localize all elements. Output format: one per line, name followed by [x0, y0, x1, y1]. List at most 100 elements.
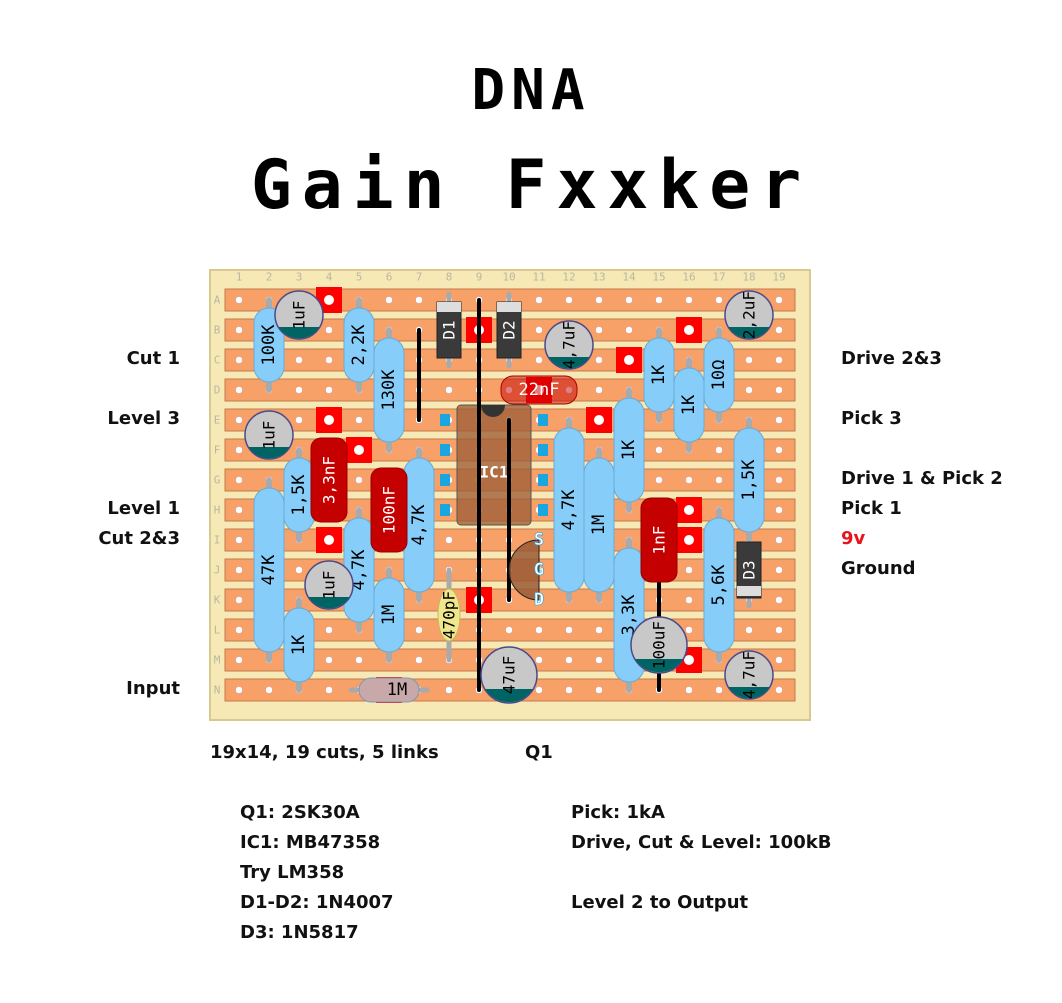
electrolytic-capacitor: 47uF	[480, 646, 538, 704]
resistor-body	[283, 607, 315, 683]
hole	[295, 356, 303, 364]
column-label: 14	[622, 271, 636, 284]
transistor-pin-label: D	[534, 590, 544, 610]
cap-value: 1nF	[650, 526, 669, 555]
cap-value: 3,3nF	[320, 456, 339, 504]
column-label: 9	[476, 271, 483, 284]
resistor-body	[373, 337, 405, 443]
resistor: 4,7K	[553, 417, 585, 603]
cap-body	[500, 375, 578, 405]
column-label: 2	[266, 271, 273, 284]
hole	[715, 446, 723, 454]
resistor-body	[583, 457, 615, 593]
hole	[715, 476, 723, 484]
column-label: 6	[386, 271, 393, 284]
column-label: 1	[236, 271, 243, 284]
hole	[415, 626, 423, 634]
hole	[565, 296, 573, 304]
hole	[325, 626, 333, 634]
title-line-1: DNA	[471, 58, 591, 123]
transistor-body	[508, 539, 540, 601]
ic1-chip: IC1	[440, 404, 548, 526]
hole	[565, 626, 573, 634]
electrolytic-capacitor: 1uF	[244, 410, 294, 460]
hole	[295, 386, 303, 394]
hole	[325, 686, 333, 694]
electrolytic-capacitor: 1uF	[304, 560, 354, 610]
cap-polarity-band	[728, 327, 770, 339]
hole	[775, 536, 783, 544]
transistor-pin-label: S	[534, 530, 544, 550]
hole	[685, 596, 693, 604]
resistor-value: 1,5K	[739, 459, 759, 501]
hole	[655, 476, 663, 484]
resistor-value: 4,7K	[349, 549, 369, 591]
diode: D3	[736, 531, 762, 609]
resistor: 2,2K	[343, 297, 375, 393]
wire-label-left: Cut 1	[126, 348, 180, 369]
hole	[775, 506, 783, 514]
wire-label-left: Level 3	[107, 408, 180, 429]
hole	[445, 686, 453, 694]
resistor-body	[343, 307, 375, 383]
q1-transistor: SGD	[508, 530, 544, 610]
column-label: 7	[416, 271, 423, 284]
row-label: K	[214, 594, 221, 607]
transistor-pin-label: G	[534, 560, 544, 580]
cap-value: 4,7uF	[560, 321, 579, 369]
column-label: 19	[772, 271, 785, 284]
hole	[235, 686, 243, 694]
ic-pin	[440, 444, 450, 456]
hole	[595, 326, 603, 334]
resistor-value: 3,3K	[619, 594, 639, 636]
row-label: A	[214, 294, 221, 307]
wire-label-right: Drive 2&3	[841, 348, 942, 369]
diode: D2	[496, 291, 522, 369]
cap-body	[370, 467, 408, 553]
title-line-2: Gain Fxxker	[250, 146, 812, 225]
resistor-value: 1K	[619, 439, 639, 460]
hole	[235, 506, 243, 514]
hole	[685, 566, 693, 574]
resistor: 10Ω	[703, 327, 735, 423]
hole	[505, 626, 513, 634]
hole	[625, 296, 633, 304]
cap-value: 100uF	[650, 621, 669, 669]
hole	[685, 626, 693, 634]
diode-cathode-band	[437, 302, 461, 312]
parts-list-item: IC1: MB47358	[240, 832, 381, 853]
cut-hole	[684, 655, 694, 665]
hole	[595, 386, 603, 394]
row-label: C	[214, 354, 221, 367]
hole	[235, 386, 243, 394]
hole	[775, 626, 783, 634]
hole	[235, 326, 243, 334]
cap-value: 1uF	[260, 421, 279, 450]
cap-body	[310, 437, 348, 523]
cap-value: 1uF	[290, 301, 309, 330]
cap-polarity-band	[248, 447, 290, 459]
hole	[775, 386, 783, 394]
hole	[745, 386, 753, 394]
resistor: 100K	[253, 297, 285, 393]
hole	[535, 326, 543, 334]
electrolytic-capacitor: 4,7uF	[544, 320, 594, 370]
resistor-value: 100K	[259, 324, 279, 366]
cap-value: 1uF	[320, 571, 339, 600]
row-label: F	[214, 444, 221, 457]
hole	[535, 626, 543, 634]
hole	[325, 656, 333, 664]
hole	[655, 296, 663, 304]
hole	[295, 416, 303, 424]
cut-hole	[684, 535, 694, 545]
hole	[715, 686, 723, 694]
hole	[745, 356, 753, 364]
row-label: H	[214, 504, 221, 517]
hole	[595, 356, 603, 364]
hole	[775, 446, 783, 454]
cap-value: 100nF	[380, 486, 399, 534]
ic-pin	[538, 444, 548, 456]
diode-label: D3	[740, 560, 759, 579]
hole	[595, 686, 603, 694]
